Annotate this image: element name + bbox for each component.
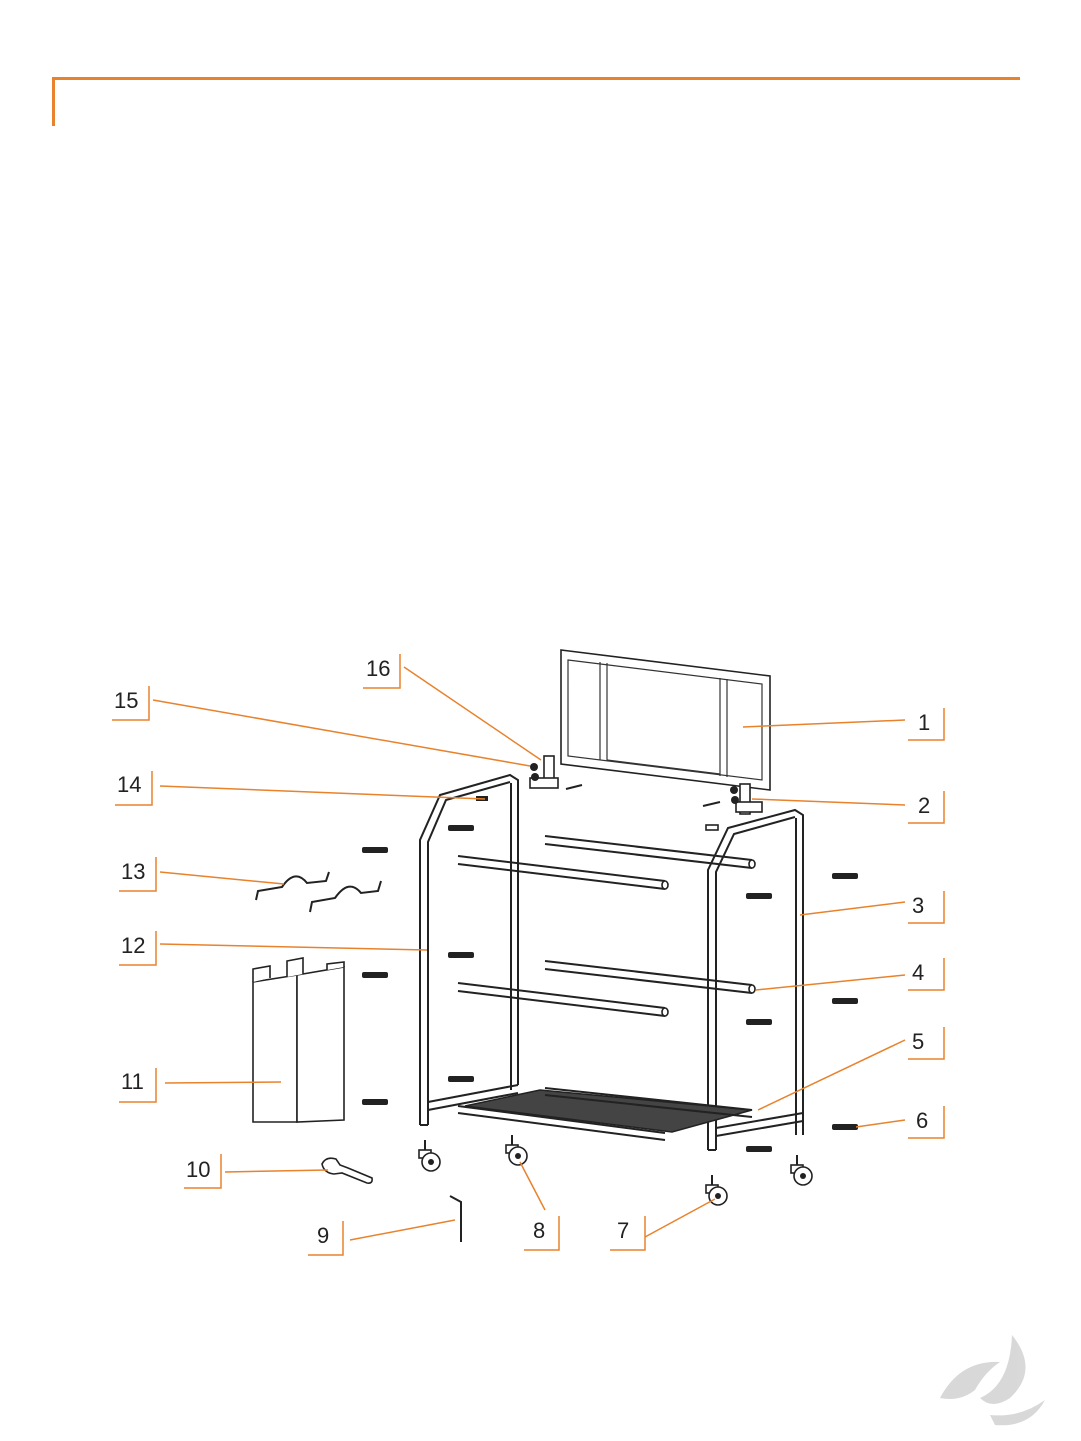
callout-2: 2 xyxy=(908,791,944,823)
svg-text:10: 10 xyxy=(186,1157,210,1182)
part-top-panel xyxy=(561,650,770,790)
part-right-frame xyxy=(708,810,803,1150)
part-cross-tubes xyxy=(458,836,755,1016)
svg-text:15: 15 xyxy=(114,688,138,713)
callout-14: 14 xyxy=(115,771,152,805)
svg-text:2: 2 xyxy=(918,793,930,818)
callout-16: 16 xyxy=(363,654,400,688)
svg-text:12: 12 xyxy=(121,933,145,958)
svg-text:11: 11 xyxy=(121,1069,144,1094)
svg-text:9: 9 xyxy=(317,1223,329,1248)
svg-text:5: 5 xyxy=(912,1029,924,1054)
callout-5: 5 xyxy=(908,1027,944,1059)
part-s-hooks xyxy=(256,872,381,912)
svg-text:3: 3 xyxy=(912,893,924,918)
svg-text:13: 13 xyxy=(121,859,145,884)
svg-text:6: 6 xyxy=(916,1108,928,1133)
callout-6: 6 xyxy=(908,1106,944,1138)
callout-10: 10 xyxy=(184,1154,221,1188)
part-casters xyxy=(419,1135,812,1205)
callout-9: 9 xyxy=(308,1221,343,1255)
callout-15: 15 xyxy=(112,686,149,720)
svg-text:14: 14 xyxy=(117,772,141,797)
part-storage-bag xyxy=(253,958,344,1122)
part-allen-key xyxy=(450,1196,461,1242)
leader-lines xyxy=(153,667,905,1240)
callout-7: 7 xyxy=(610,1216,645,1250)
callout-12: 12 xyxy=(119,931,156,965)
callout-4: 4 xyxy=(908,958,944,990)
swirl-logo-icon xyxy=(940,1335,1045,1425)
callout-13: 13 xyxy=(119,857,156,891)
callout-11: 11 xyxy=(119,1068,156,1102)
svg-text:8: 8 xyxy=(533,1218,545,1243)
callout-8: 8 xyxy=(524,1216,559,1250)
callout-3: 3 xyxy=(908,891,944,923)
svg-text:1: 1 xyxy=(918,710,930,735)
callout-1: 1 xyxy=(908,708,944,740)
svg-text:4: 4 xyxy=(912,960,924,985)
part-wrench xyxy=(322,1158,372,1183)
svg-text:16: 16 xyxy=(366,656,390,681)
svg-text:7: 7 xyxy=(617,1218,629,1243)
